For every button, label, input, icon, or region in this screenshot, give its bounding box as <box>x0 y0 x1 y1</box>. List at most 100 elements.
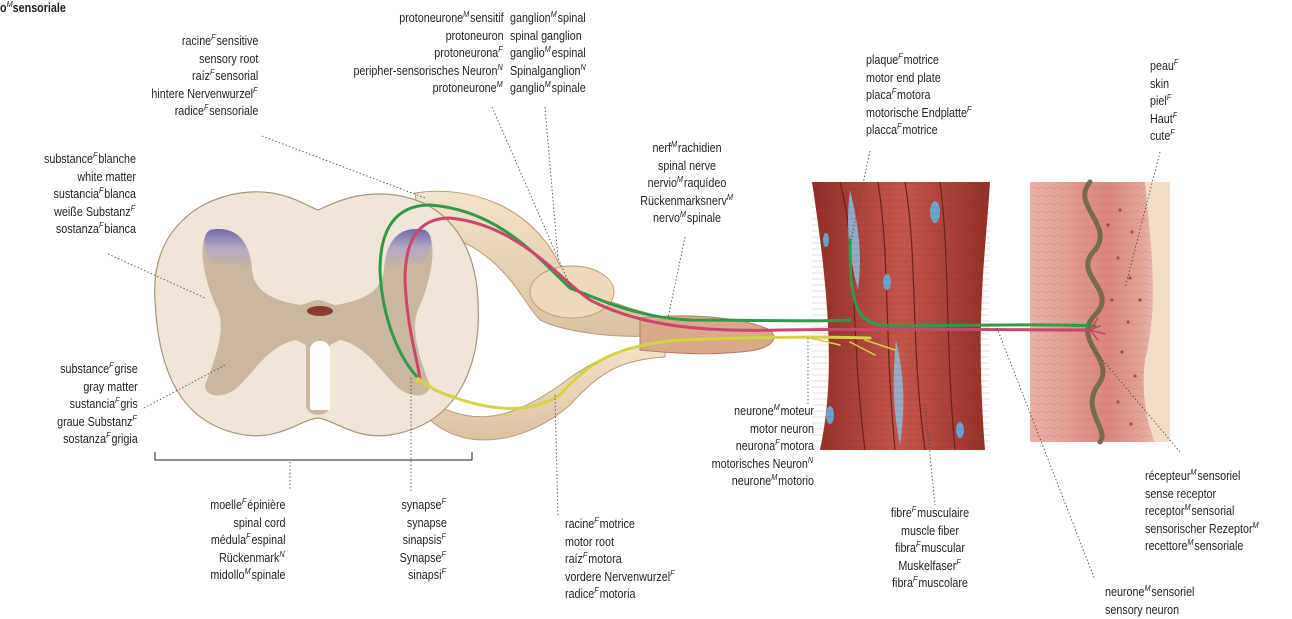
term-line: fibraFmuscolare <box>866 575 995 593</box>
term-line: ganglioMspinale <box>510 80 587 98</box>
term-line: racineFsensitive <box>151 33 258 51</box>
term-line: neuroneMsensoriel <box>1105 584 1194 602</box>
term-line: neuroneMmoteur <box>712 403 814 421</box>
term-line: protoneuroneM <box>354 80 504 98</box>
term-line: weiße SubstanzF <box>44 204 136 222</box>
gender-marker: F <box>131 203 136 213</box>
term-line: moelleFépinière <box>211 497 286 515</box>
term-line: spinal cord <box>211 515 286 533</box>
term-line: ganglioMespinal <box>510 45 587 63</box>
term-line: récepteurMsensoriel <box>1145 468 1260 486</box>
term-line: racineFmotrice <box>565 516 675 534</box>
term-line: placaFmotora <box>866 87 972 105</box>
term-line: white matter <box>44 169 136 187</box>
gender-marker: F <box>442 549 447 559</box>
term-line: substanceFblanche <box>44 151 136 169</box>
term-line: protoneuron <box>354 28 504 46</box>
term-line: radiceFsensoriale <box>151 103 258 121</box>
term-line: SynapseF <box>400 550 447 568</box>
term-line: médulaFespinal <box>211 532 286 550</box>
term-line: receptorMsensorial <box>1145 503 1260 521</box>
term-line: SpinalganglionN <box>510 63 587 81</box>
term-line: MuskelfaserF <box>866 558 995 576</box>
gender-marker: F <box>956 557 961 567</box>
term-line: fibreFmusculaire <box>866 505 995 523</box>
gender-marker: F <box>1174 57 1179 67</box>
gender-marker: N <box>808 455 814 465</box>
term-line: vordere NervenwurzelF <box>565 569 675 587</box>
term-line: recettoreMsensoriale <box>1145 538 1260 556</box>
term-line: nervoMspinale <box>614 210 760 228</box>
term-line: nerfMrachidien <box>614 140 760 158</box>
gender-marker: F <box>442 566 447 576</box>
gender-marker: F <box>1167 92 1172 102</box>
gender-marker: M <box>680 209 687 219</box>
spinal-ganglion-shape <box>530 266 614 318</box>
term-line: sustanciaFgris <box>57 396 138 414</box>
term-line: sustanciaFblanca <box>44 186 136 204</box>
term-line: neuronaFmotora <box>712 438 814 456</box>
gender-marker: M <box>497 79 504 89</box>
term-line: protoneuronaF <box>354 45 504 63</box>
gender-marker: F <box>253 85 258 95</box>
term-line: protoneuroneMsensitif <box>354 10 504 28</box>
term-line: substanceFgrise <box>57 361 138 379</box>
term-line: radiceFmotoria <box>565 586 675 604</box>
muscle-block <box>812 182 990 450</box>
term-line: hintere NervenwurzelF <box>151 86 258 104</box>
gender-marker: M <box>1253 520 1260 530</box>
skin-block <box>1030 182 1170 442</box>
term-line: synapseF <box>400 497 447 515</box>
central-canal <box>307 306 333 316</box>
term-line: sinapsiF <box>400 567 447 585</box>
term-line: peripher-sensorisches NeuronN <box>354 63 504 81</box>
term-line: sostanzaFbianca <box>44 221 136 239</box>
term-line: RückenmarksnervM <box>614 193 760 211</box>
term-line: motor root <box>565 534 675 552</box>
gender-marker: F <box>499 44 504 54</box>
gender-marker: F <box>1173 110 1178 120</box>
gender-marker: M <box>1184 502 1191 512</box>
term-line: cuteF <box>1150 128 1179 146</box>
gender-marker: F <box>133 413 138 423</box>
gender-marker: F <box>967 104 972 114</box>
term-line: motor end plate <box>866 70 972 88</box>
label-protoneuron: protoneuroneMsensitifprotoneuronprotoneu… <box>354 10 504 98</box>
term-line: spinal nerve <box>614 158 760 176</box>
gender-marker: N <box>581 62 587 72</box>
term-line: plaqueFmotrice <box>866 52 972 70</box>
term-line: midolloMspinale <box>211 567 286 585</box>
gender-marker: F <box>211 32 216 42</box>
term-line: sostanzaFgrigia <box>57 431 138 449</box>
term-line: pielF <box>1150 93 1179 111</box>
spinal-cord-shape <box>155 192 479 436</box>
spinal-cord-bracket <box>155 452 472 460</box>
term-line: muscle fiber <box>866 523 995 541</box>
term-line: synapse <box>400 515 447 533</box>
term-line: gray matter <box>57 379 138 397</box>
term-line: HautF <box>1150 111 1179 129</box>
term-line: sensorischer RezeptorM <box>1145 521 1260 539</box>
term-line: fibraFmuscular <box>866 540 995 558</box>
gender-marker: F <box>1170 127 1175 137</box>
term-line: skin <box>1150 76 1179 94</box>
term-line: ganglionMspinal <box>510 10 587 28</box>
term-line: placcaFmotrice <box>866 122 972 140</box>
term-line: graue SubstanzF <box>57 414 138 432</box>
term-line: motor neuron <box>712 421 814 439</box>
term-line: motorisches NeuronN <box>712 456 814 474</box>
gender-marker: M <box>1144 583 1151 593</box>
diagram-title: oMsensoriale <box>0 0 66 15</box>
term-line: spinal ganglion <box>510 28 587 46</box>
gender-marker: F <box>442 531 447 541</box>
